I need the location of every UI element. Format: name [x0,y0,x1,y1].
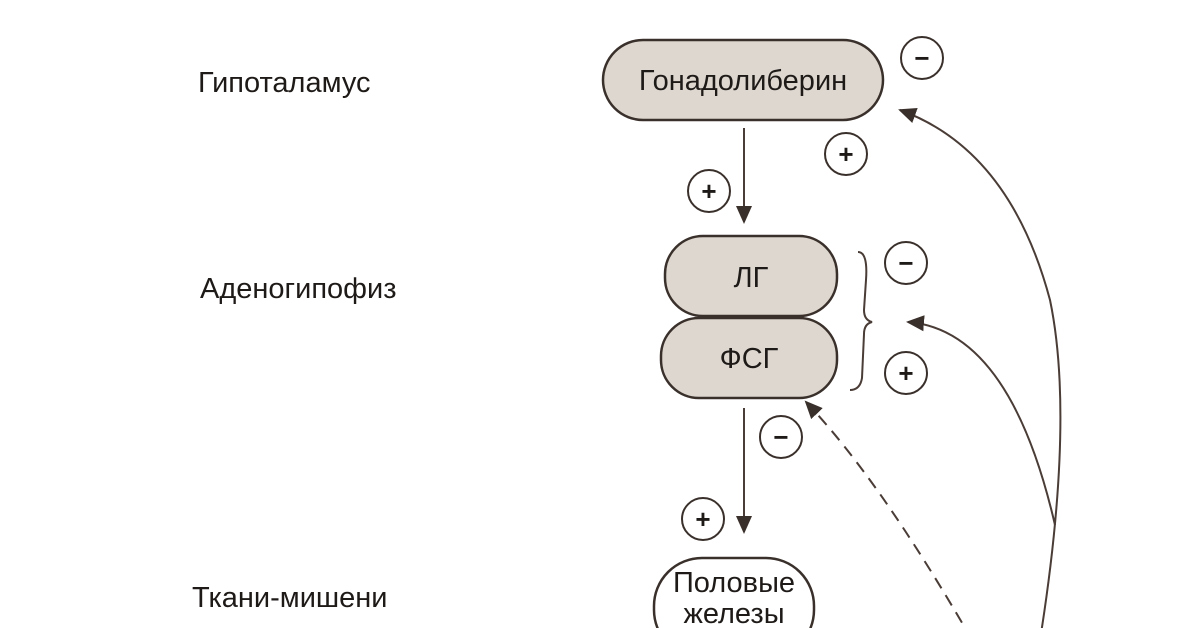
svg-text:−: − [773,422,788,452]
plus-sign-gonads: + [681,497,725,541]
feedback-arrow-to-pituitary [906,315,1056,526]
gnrh-label: Гонадолиберин [639,65,847,97]
brace-lh-fsh [849,251,873,391]
feedback-arrow-to-gnrh [898,107,1062,628]
svg-text:+: + [838,139,853,169]
level-label-adenohypophysis: Аденогипофиз [200,273,397,305]
lh-box: ЛГ [663,234,839,318]
gonads-box: Половые железы [652,556,816,628]
svg-text:−: − [914,43,929,73]
fsh-box: ФСГ [659,316,839,400]
plus-sign-stim-pituitary: + [687,169,731,213]
gnrh-box: Гонадолиберин [601,38,885,122]
minus-sign-dashed: − [759,415,803,459]
lh-label: ЛГ [734,262,769,294]
svg-text:+: + [701,176,716,206]
minus-sign-pituitary: − [884,241,928,285]
dashed-feedback-arrow [804,400,967,628]
gonads-label-line1: Половые [673,567,795,599]
svg-text:+: + [898,358,913,388]
plus-sign-gnrh: + [824,132,868,176]
svg-text:−: − [898,248,913,278]
level-label-targets: Ткани-мишени [192,582,388,614]
gonads-label-line2: железы [683,598,784,628]
level-label-hypothalamus: Гипоталамус [198,67,371,99]
svg-text:+: + [695,504,710,534]
plus-sign-pituitary: + [884,351,928,395]
minus-sign-gnrh: − [900,36,944,80]
fsh-label: ФСГ [720,343,779,375]
